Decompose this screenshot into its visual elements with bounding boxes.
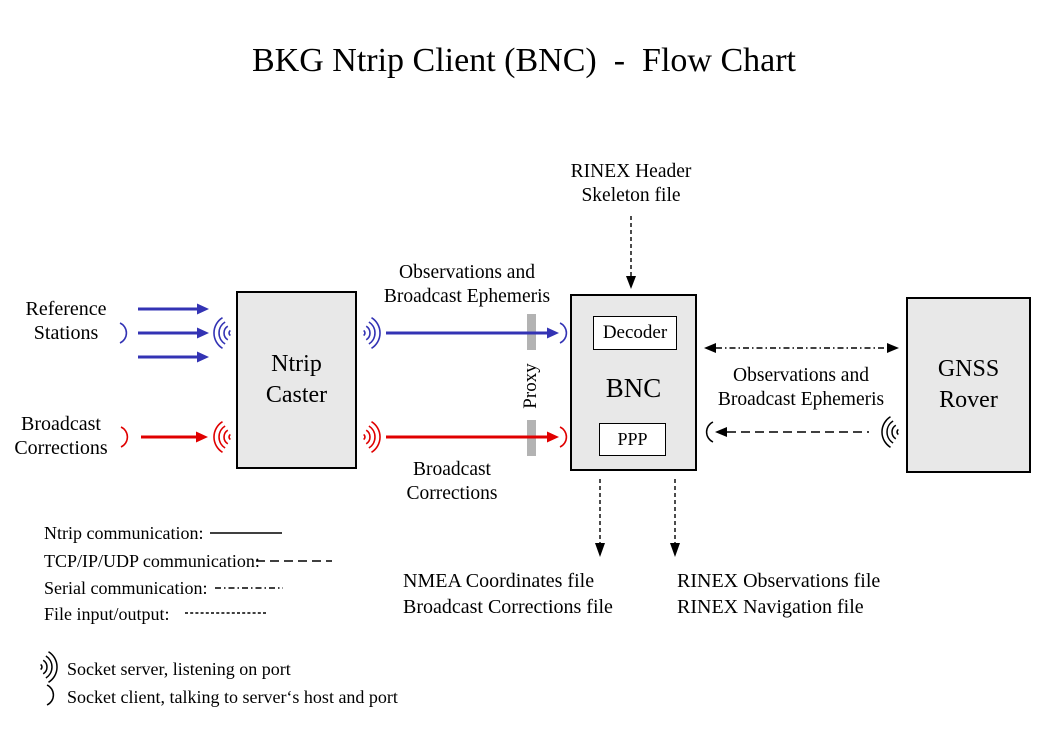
legend-label-file-io: File input/output: [44, 604, 170, 624]
node-ntrip-caster: Ntrip Caster [236, 291, 357, 469]
node-gnss-rover: GNSS Rover [906, 297, 1031, 473]
arrow-skeleton-to-bnc [626, 216, 636, 289]
label-broadcast-corrections-mid: Broadcast Corrections [406, 459, 498, 504]
legend-label-serial: Serial communication: [44, 578, 208, 598]
arrow-rover-to-bnc-tcp [715, 427, 869, 437]
socket-client-icon-legend [46, 684, 55, 706]
note-socket-server: Socket server, listening on port [67, 659, 291, 679]
socket-client-icon-bnc-red [559, 426, 568, 448]
socket-client-icon-bnc-blue [559, 322, 568, 344]
arrow-caster-to-bnc-corr [386, 431, 559, 443]
legend-label-tcp: TCP/IP/UDP communication: [44, 551, 260, 571]
node-bnc-label: BNC [605, 373, 662, 403]
legend-lines [185, 532, 332, 614]
label-rinex-header-skeleton: RINEX Header Skeleton file [570, 161, 692, 206]
arrow-corrections-to-caster [141, 431, 208, 443]
label-rinex-files: RINEX Observations file RINEX Navigation… [677, 570, 881, 618]
node-ppp: PPP [599, 423, 666, 456]
arrows-reference-to-caster [138, 303, 209, 363]
label-observations-ephemeris-right: Observations and Broadcast Ephemeris [717, 365, 885, 410]
socket-server-icon-caster-out-blue [362, 316, 381, 350]
socket-server-icon-legend [39, 650, 58, 684]
arrow-bnc-rover-serial [704, 343, 899, 353]
node-decoder: Decoder [593, 316, 677, 350]
arrow-bnc-to-nmea-files [595, 479, 605, 557]
socket-client-icon-bnc-tcp [705, 421, 714, 443]
page-title: BKG Ntrip Client (BNC) - Flow Chart [252, 42, 796, 79]
note-socket-client: Socket client, talking to server‘s host … [67, 687, 398, 707]
socket-server-icon-rover [881, 415, 900, 449]
socket-client-icon-refstations [119, 322, 128, 344]
socket-server-icon-caster-in-blue [213, 316, 232, 350]
label-nmea-files: NMEA Coordinates file Broadcast Correcti… [403, 570, 613, 618]
label-reference-stations: Reference Stations [25, 298, 107, 345]
socket-client-icon-corrections [120, 426, 129, 448]
arrow-bnc-to-rinex-files [670, 479, 680, 557]
arrow-caster-to-bnc-obs [386, 327, 559, 339]
legend-label-ntrip: Ntrip communication: [44, 523, 204, 543]
label-broadcast-corrections-left: Broadcast Corrections [14, 413, 108, 460]
socket-server-icon-caster-out-red [362, 420, 381, 454]
socket-server-icon-caster-in-red [213, 420, 232, 454]
label-observations-ephemeris-top: Observations and Broadcast Ephemeris [383, 262, 551, 307]
